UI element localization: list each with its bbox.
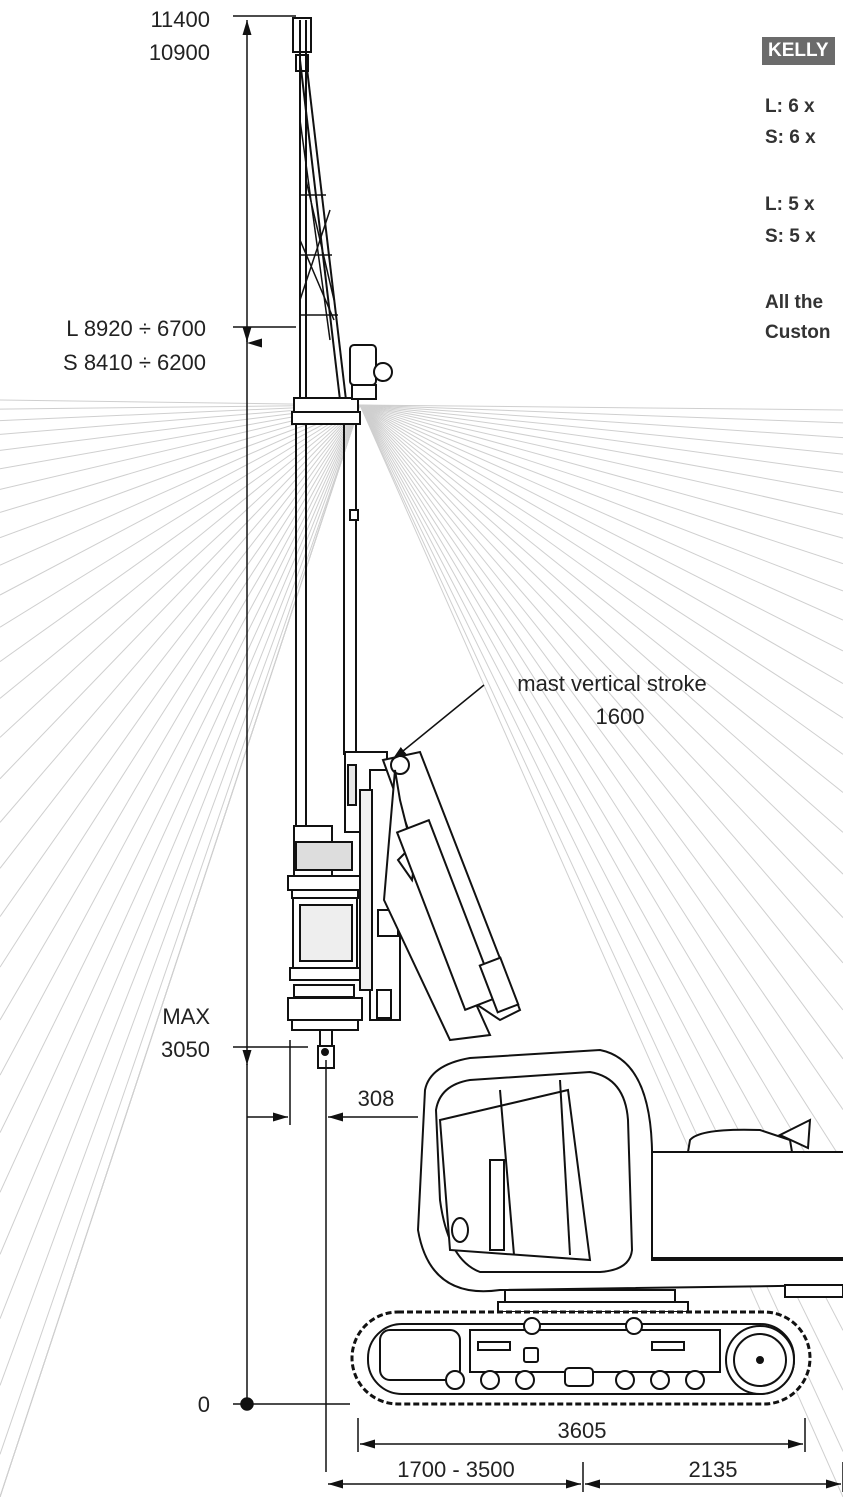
dim-ground: 0 [198, 1392, 210, 1417]
guide-line [359, 404, 843, 493]
guide-line [0, 404, 361, 1133]
guide-line [359, 404, 843, 621]
guide-line [0, 404, 361, 1021]
dim-track-length: 3605 [558, 1418, 607, 1443]
guide-line [359, 404, 843, 1110]
kelly-title-badge: KELLY [762, 37, 835, 65]
guide-line [359, 404, 843, 455]
mast [287, 17, 401, 1069]
guide-line [359, 404, 843, 1163]
background-guide-lines [0, 399, 843, 1498]
dimension-lines [233, 15, 843, 1492]
dim-max-value: 3050 [161, 1037, 210, 1062]
dim-kelly-short: S 8410 ÷ 6200 [63, 350, 206, 375]
guide-line [0, 404, 361, 780]
dim-mast-top-1: 11400 [150, 7, 210, 32]
guide-line [359, 404, 843, 1273]
guide-line [359, 404, 843, 964]
guide-line [0, 404, 361, 566]
kelly-spec-line-2: S: 6 x [765, 127, 816, 148]
guide-line [359, 404, 843, 1060]
kelly-spec-line-3: L: 5 x [765, 194, 815, 215]
guide-line [0, 404, 361, 1076]
guide-line [359, 404, 843, 411]
crawler-track [350, 1310, 812, 1406]
guide-line [359, 404, 843, 652]
guide-line [359, 404, 843, 592]
guide-line [0, 404, 361, 869]
guide-line [359, 404, 843, 685]
guide-line [0, 404, 361, 1498]
guide-line [359, 404, 843, 719]
dim-max-label: MAX [162, 1004, 210, 1029]
guide-line [359, 404, 843, 439]
dim-kelly-long: L 8920 ÷ 6700 [66, 316, 206, 341]
guide-line [359, 404, 843, 473]
guide-line [0, 404, 361, 1386]
kelly-spec-line-5: All the [765, 292, 824, 313]
kelly-spec-line-6: Custon [765, 322, 831, 343]
guide-line [0, 404, 361, 628]
guide-line [0, 404, 361, 699]
dim-offset: 308 [358, 1086, 395, 1111]
guide-line [359, 404, 843, 565]
excavator-body [416, 1048, 843, 1313]
annotation-mast-stroke: mast vertical stroke [517, 671, 707, 696]
dim-reach: 1700 - 3500 [397, 1457, 514, 1482]
guide-line [0, 404, 361, 917]
guide-line [0, 404, 361, 823]
annotation-stroke-value: 1600 [596, 704, 645, 729]
guide-line [359, 404, 843, 875]
guide-line [359, 404, 843, 515]
kelly-spec-line-4: S: 5 x [765, 226, 816, 247]
guide-line [0, 404, 361, 663]
guide-line [359, 404, 843, 793]
guide-line [0, 404, 361, 1255]
guide-line [359, 404, 843, 1011]
guide-line [0, 404, 361, 596]
guide-line [0, 404, 361, 968]
guide-line [359, 404, 843, 539]
guide-line [0, 404, 361, 738]
guide-line [0, 404, 361, 1193]
guide-line [0, 404, 361, 1319]
guide-line [0, 404, 361, 1455]
boom-arm [381, 750, 522, 1042]
kelly-spec-line-1: L: 6 x [765, 96, 815, 117]
dim-mast-top-2: 10900 [149, 40, 210, 65]
guide-line [359, 404, 843, 424]
guide-line [359, 404, 843, 755]
guide-line [359, 404, 843, 833]
guide-line [359, 404, 843, 918]
guide-line [0, 404, 361, 539]
guide-line [359, 404, 843, 1217]
dim-rear: 2135 [689, 1457, 738, 1482]
